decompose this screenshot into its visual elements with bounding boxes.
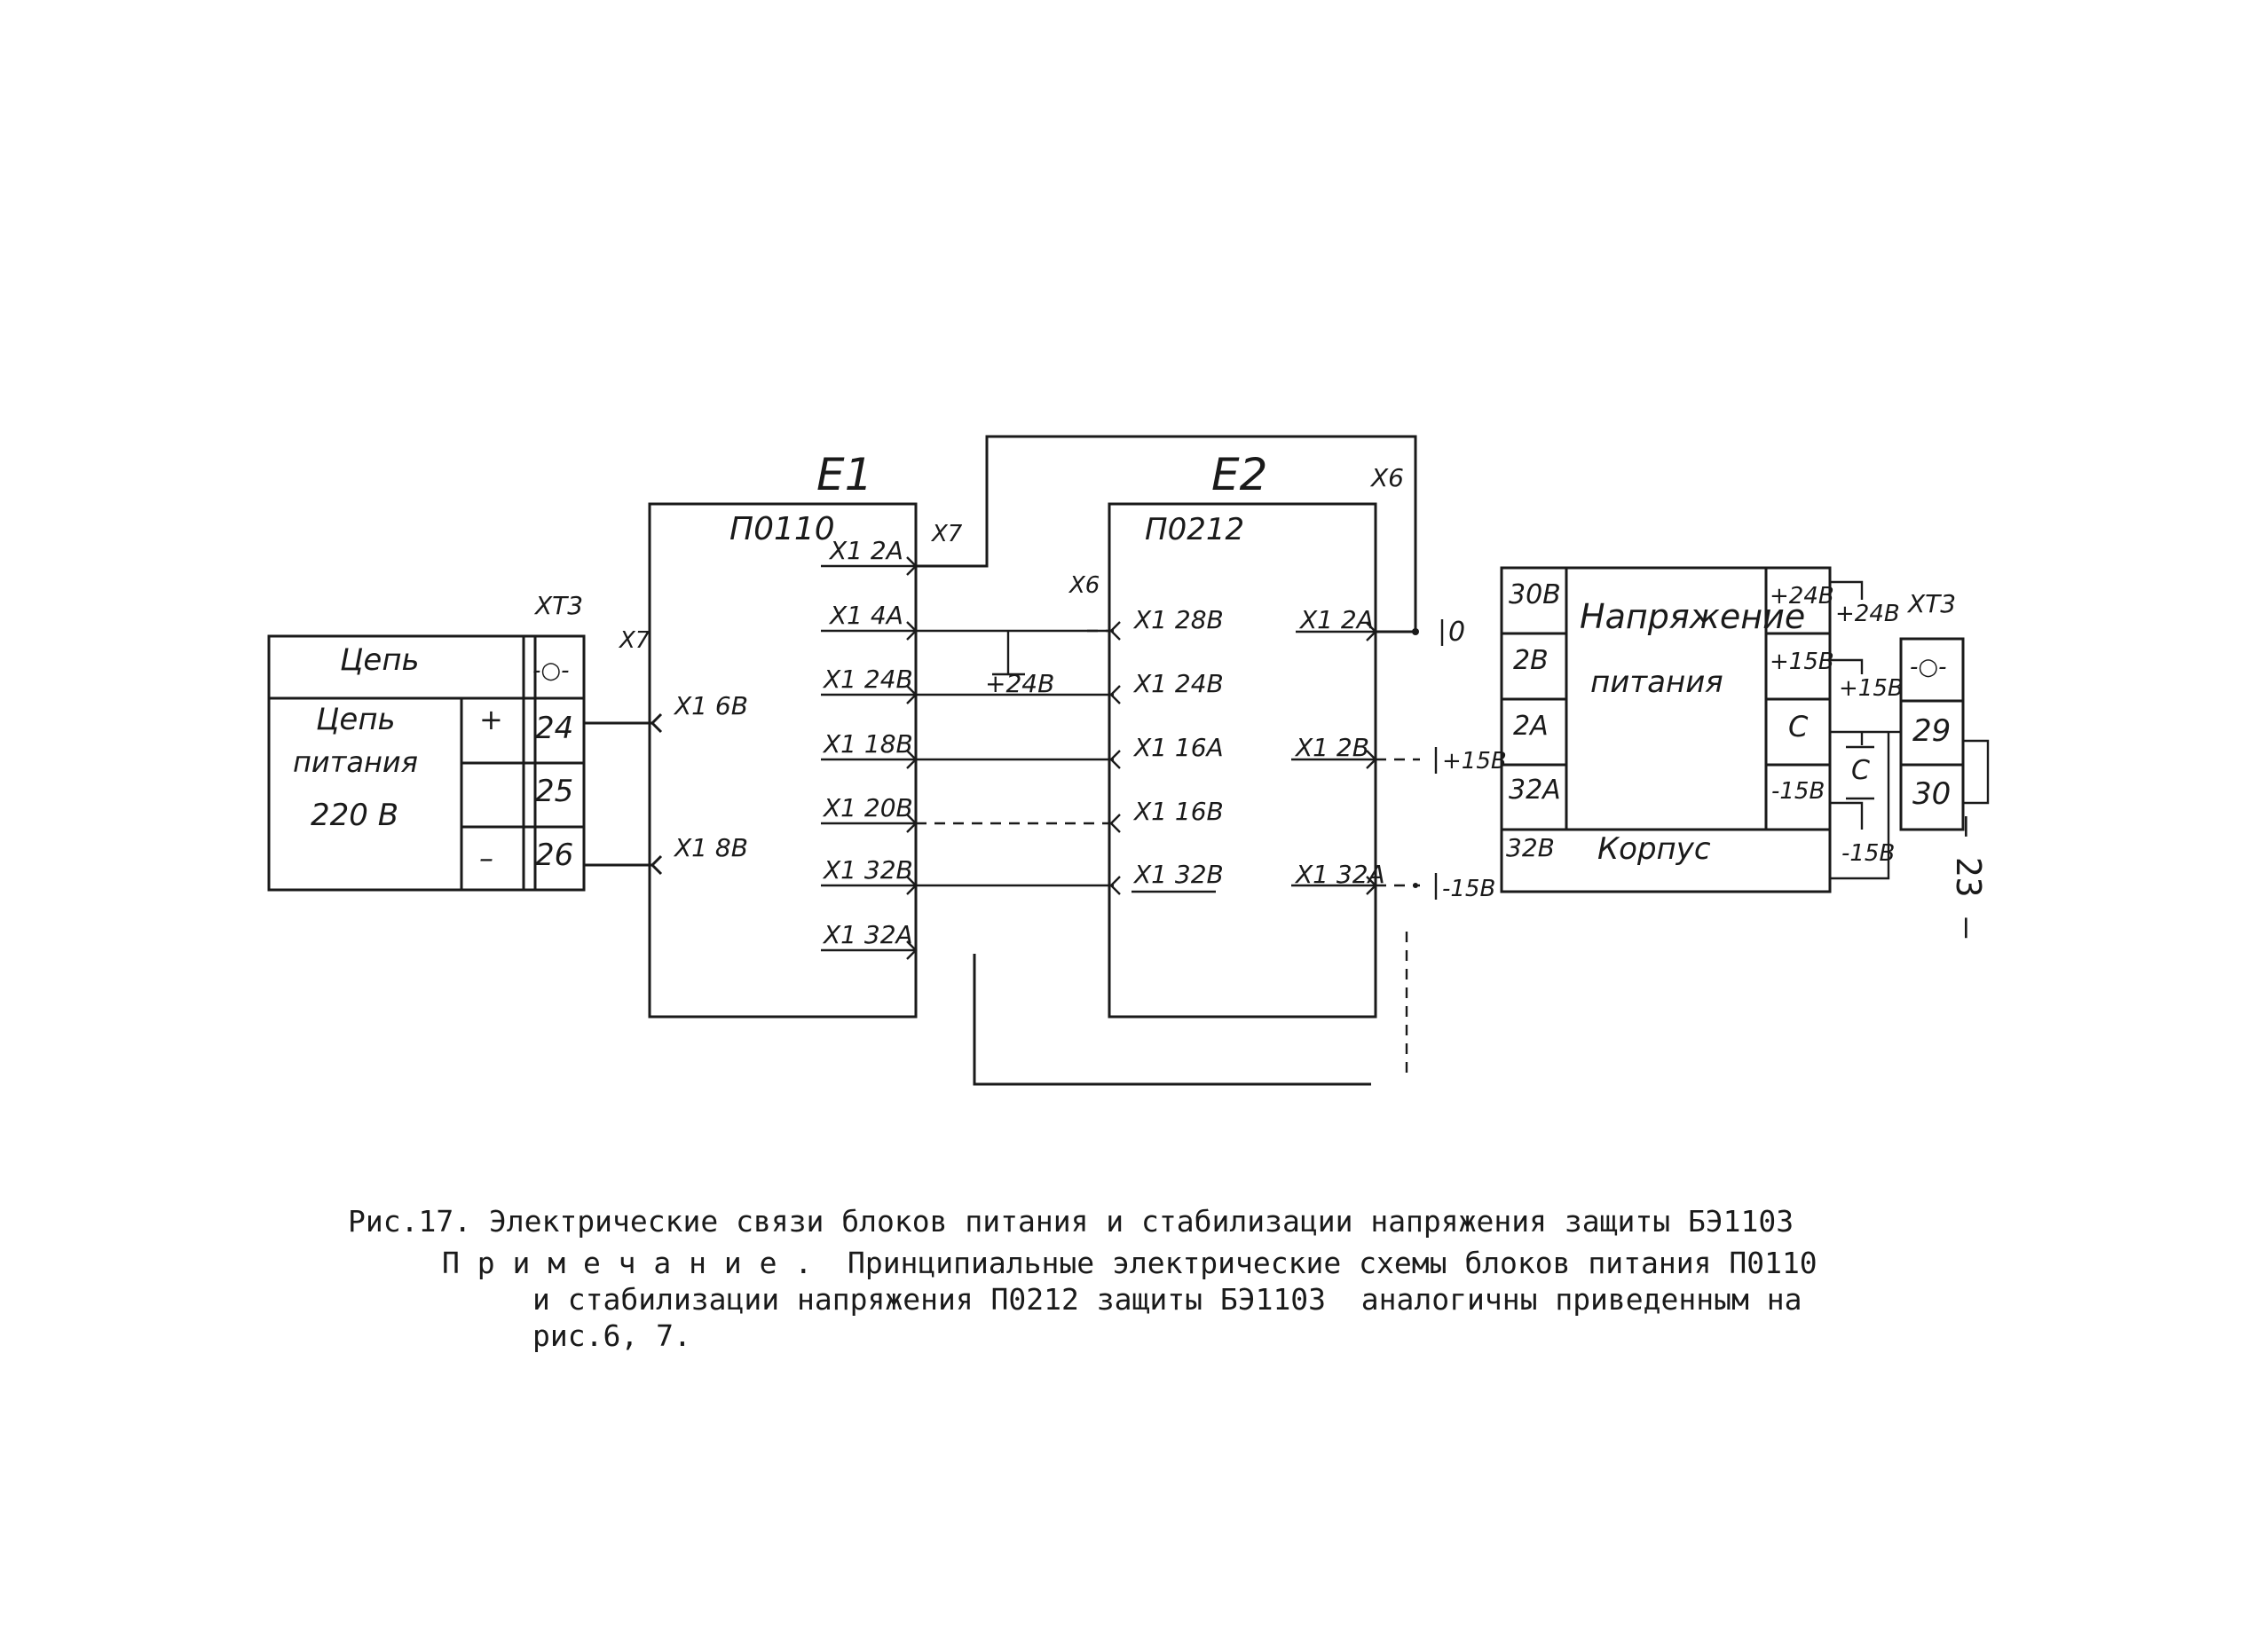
- xt3-right-header: -○-: [1910, 654, 1946, 680]
- e2-type: П0212: [1145, 512, 1244, 547]
- circuit-line1: Цепь: [316, 702, 396, 737]
- terminal-26: 26: [535, 838, 573, 873]
- e1-pin-x1-8b: X1 8В: [673, 833, 748, 862]
- xt3-right-label: XT3: [1906, 589, 1956, 618]
- x6-top-label: X6: [1369, 463, 1404, 492]
- e2-pin-x1-32a: X1 32А: [1294, 860, 1385, 889]
- e1-pin-x1-20b: X1 20В: [822, 793, 913, 822]
- figure-caption: Рис.17. Электрические связи блоков питан…: [348, 1204, 1794, 1239]
- voltage-out-c: С: [1788, 710, 1809, 743]
- voltage-pin-30b: 30В: [1509, 579, 1561, 610]
- e2-pin-x1-16b: X1 16В: [1132, 797, 1224, 826]
- voltage-pin-32a: 32А: [1509, 775, 1561, 806]
- e1-pin-x1-32b: X1 32В: [822, 855, 913, 885]
- voltage-title2: питания: [1590, 665, 1723, 700]
- e1-type: П0110: [729, 511, 835, 547]
- minus15-out-label: -15В: [1442, 876, 1495, 902]
- page-number: – 23 –: [1949, 816, 1988, 939]
- terminal-29: 29: [1912, 713, 1951, 749]
- e1-block: E1 П0110 X7 X1 6В X1 8В X1 2А X1 4А X1 2…: [648, 449, 963, 1019]
- e2-pin-x1-28b: X1 28В: [1132, 605, 1224, 634]
- xt3-left-header: -○-: [532, 657, 569, 684]
- power-circuit-block: Цепь Цепь питания 220 В + – -○- 24 25 26…: [267, 591, 651, 892]
- terminal-24: 24: [535, 711, 573, 746]
- supply-wires: [584, 712, 663, 876]
- plus15-side-label: +15В: [1839, 675, 1904, 702]
- e2-pin-x1-2b: X1 2В: [1294, 733, 1369, 762]
- e1-pin-x1-2a: X1 2А: [828, 536, 903, 565]
- housing-label: Корпус: [1597, 831, 1711, 867]
- voltage-pin-2b: 2В: [1513, 645, 1549, 676]
- note-line-1: П р и м е ч а н и е . Принципиальные эле…: [442, 1246, 1817, 1280]
- e1-pin-x1-4a: X1 4А: [828, 601, 903, 630]
- circuit-header: Цепь: [340, 642, 420, 678]
- voltage-pin-2a: 2А: [1513, 711, 1549, 742]
- e1-pin-x1-24b: X1 24В: [822, 665, 913, 694]
- right-wiring: +24В +15В С -15В XT3 -○- 29 30: [1830, 580, 1990, 880]
- e1-pin-x1-6b: X1 6В: [673, 691, 748, 720]
- voltage-out-plus24: +24В: [1770, 583, 1834, 610]
- minus-sign: –: [479, 841, 493, 875]
- x7-left-label: X7: [618, 627, 651, 654]
- c-side-label: С: [1851, 755, 1870, 786]
- voltage-title: Напряжение: [1580, 597, 1805, 636]
- e1-ref: E1: [816, 449, 872, 500]
- x7-top-label: X7: [930, 521, 963, 547]
- e2-pin-x1-24b: X1 24В: [1132, 669, 1224, 698]
- zero-label: 0: [1448, 617, 1465, 648]
- voltage-out-minus15: -15В: [1771, 778, 1825, 805]
- e2-ref: E2: [1211, 449, 1267, 500]
- e2-pin-x1-16a: X1 16А: [1132, 733, 1224, 762]
- e2-pin-x1-32b: X1 32В: [1132, 860, 1224, 889]
- supply-voltage-block: Напряжение питания Корпус 30В 2В 2А 32А …: [1500, 566, 1834, 893]
- xt3-left-label: XT3: [533, 591, 583, 620]
- note-line-3: рис.6, 7.: [532, 1318, 691, 1353]
- plus15-out-label: +15В: [1442, 748, 1507, 775]
- plus24-side-label: +24В: [1835, 601, 1900, 627]
- circuit-line2: питания: [293, 745, 418, 779]
- e2-pin-x1-2a: X1 2А: [1298, 605, 1374, 634]
- e2-block: E2 П0212 X6 X6 X1 28В X1 24В X1 16А X1 1…: [1068, 449, 1404, 1019]
- minus15-side-label: -15В: [1841, 840, 1895, 867]
- e1-pin-x1-18b: X1 18В: [822, 729, 913, 759]
- circuit-line3: 220 В: [311, 798, 398, 833]
- e2-outputs: 0 +15В -15В: [1376, 437, 1507, 1074]
- terminal-25: 25: [535, 774, 573, 809]
- plus24-mid-label: +24В: [985, 669, 1054, 698]
- voltage-out-plus15: +15В: [1770, 649, 1834, 675]
- plus-sign: +: [479, 703, 503, 736]
- voltage-pin-32b: 32В: [1506, 833, 1555, 862]
- e1-pin-x1-32a: X1 32А: [822, 920, 913, 949]
- x6-mid-label: X6: [1068, 572, 1100, 599]
- note-line-2: и стабилизации напряжения П0212 защиты Б…: [532, 1282, 1802, 1317]
- terminal-30: 30: [1912, 776, 1951, 812]
